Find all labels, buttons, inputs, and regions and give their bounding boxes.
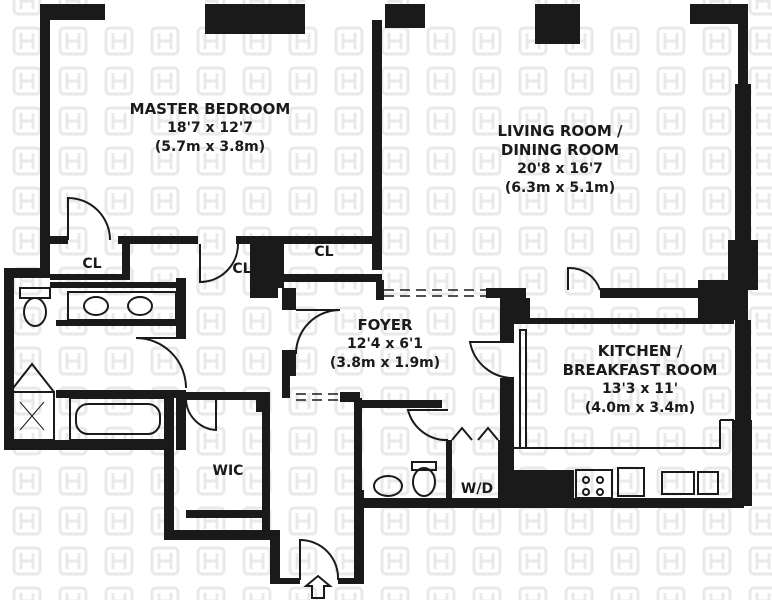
foyer-dimensions-metric: (3.8m x 1.9m) [329, 355, 441, 371]
walk-in-closet-label: WIC [212, 463, 244, 479]
fixtures [9, 196, 734, 581]
living-room-dimensions: 20'8 x 16'7 [517, 161, 603, 177]
master-bedroom-name: MASTER BEDROOM [129, 100, 291, 118]
living-room-name: LIVING ROOM / [497, 122, 623, 140]
walls [4, 0, 758, 584]
closet-label-2: CL [232, 261, 252, 277]
kitchen-dimensions-metric: (4.0m x 3.4m) [584, 400, 696, 416]
foyer-dimensions: 12'4 x 6'1 [346, 336, 424, 352]
master-bedroom-label: MASTER BEDROOM 18'7 x 12'7 (5.7m x 3.8m) [110, 100, 310, 157]
kitchen-label: KITCHEN / BREAKFAST ROOM 13'3 x 11' (4.0… [545, 342, 735, 418]
closet-label-1: CL [82, 256, 102, 272]
foyer-name: FOYER [357, 316, 413, 334]
closet-label-3: CL [314, 244, 334, 260]
entry-arrow-icon [303, 574, 333, 599]
master-bedroom-dimensions-metric: (5.7m x 3.8m) [154, 139, 266, 155]
living-room-dimensions-metric: (6.3m x 5.1m) [504, 180, 616, 196]
foyer-label: FOYER 12'4 x 6'1 (3.8m x 1.9m) [300, 316, 470, 373]
kitchen-name-2: BREAKFAST ROOM [562, 361, 718, 379]
kitchen-dimensions: 13'3 x 11' [601, 381, 679, 397]
living-room-name-2: DINING ROOM [500, 141, 620, 159]
master-bedroom-dimensions: 18'7 x 12'7 [167, 120, 253, 136]
washer-dryer-label: W/D [460, 481, 494, 497]
kitchen-name: KITCHEN / [597, 342, 683, 360]
living-room-label: LIVING ROOM / DINING ROOM 20'8 x 16'7 (6… [460, 122, 660, 198]
